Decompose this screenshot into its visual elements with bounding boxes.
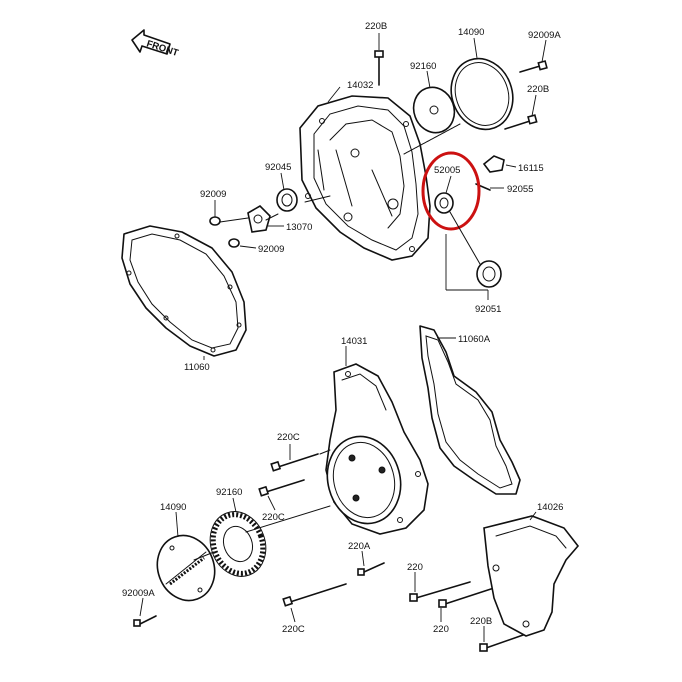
bolt-220b-top <box>374 50 384 86</box>
cap-16115 <box>482 155 505 173</box>
label-11060: 11060 <box>184 362 210 373</box>
label-14032: 14032 <box>347 80 373 91</box>
label-220b-bottom: 220B <box>470 616 492 627</box>
label-16115: 16115 <box>518 163 544 174</box>
gasket-14090-top <box>450 57 514 131</box>
clutch-cover-14032 <box>299 95 431 261</box>
label-92009-a: 92009 <box>200 189 226 200</box>
highlight-circle-52005 <box>421 151 481 231</box>
bearing-52005 <box>434 192 454 214</box>
label-14090-top: 14090 <box>458 27 484 38</box>
gasket-11060a <box>419 325 521 495</box>
part-labels: 220B 14090 92009A 92160 14032 220B 92045… <box>122 21 563 635</box>
screw-92009-b <box>228 238 240 248</box>
label-14026: 14026 <box>537 502 563 513</box>
bolt-220b-right <box>504 114 538 130</box>
label-92009a-top: 92009A <box>528 30 561 41</box>
screw-92009a-bottom <box>133 615 157 627</box>
bolt-220b-bottom <box>479 633 527 652</box>
label-220b-top: 220B <box>365 21 387 32</box>
label-11060a: 11060A <box>458 334 491 345</box>
label-220c-c: 220C <box>282 624 305 635</box>
label-92160-top: 92160 <box>410 61 436 72</box>
bolt-92009a-top <box>519 60 548 73</box>
disc-92160-bottom <box>209 511 267 577</box>
bolt-220-b <box>438 587 495 608</box>
label-220c-b: 220C <box>262 512 285 523</box>
screw-92009-a <box>209 216 221 226</box>
bolt-220-a <box>409 581 471 602</box>
label-220b-right: 220B <box>527 84 549 95</box>
label-14031: 14031 <box>341 336 367 347</box>
label-92160-bottom: 92160 <box>216 487 242 498</box>
cover-plate-14090-bottom <box>156 534 216 602</box>
gasket-11060 <box>121 225 247 357</box>
bolt-220a <box>357 562 385 576</box>
bolt-220c-c <box>282 583 347 607</box>
label-14090-bottom: 14090 <box>160 502 186 513</box>
disc-92160-top <box>412 86 456 134</box>
label-92009a-bottom: 92009A <box>122 588 155 599</box>
label-13070: 13070 <box>286 222 312 233</box>
generator-cover-14031 <box>325 363 429 535</box>
label-220-a: 220 <box>407 562 423 573</box>
oil-seal-92045 <box>276 188 298 212</box>
leader-lines <box>139 33 547 642</box>
label-52005: 52005 <box>434 165 460 176</box>
front-arrow: FRONT <box>131 29 180 59</box>
bolt-220c-b <box>258 479 305 497</box>
label-92045: 92045 <box>265 162 291 173</box>
bearing-92051 <box>476 260 502 288</box>
label-92051: 92051 <box>475 304 501 315</box>
label-92009-b: 92009 <box>258 244 284 255</box>
label-220a: 220A <box>348 541 371 552</box>
bolt-220c-a <box>270 453 319 472</box>
sprocket-cover-14026 <box>483 515 580 637</box>
label-220-b: 220 <box>433 624 449 635</box>
label-92055: 92055 <box>507 184 533 195</box>
label-220c-a: 220C <box>277 432 300 443</box>
plate-13070 <box>247 204 271 233</box>
